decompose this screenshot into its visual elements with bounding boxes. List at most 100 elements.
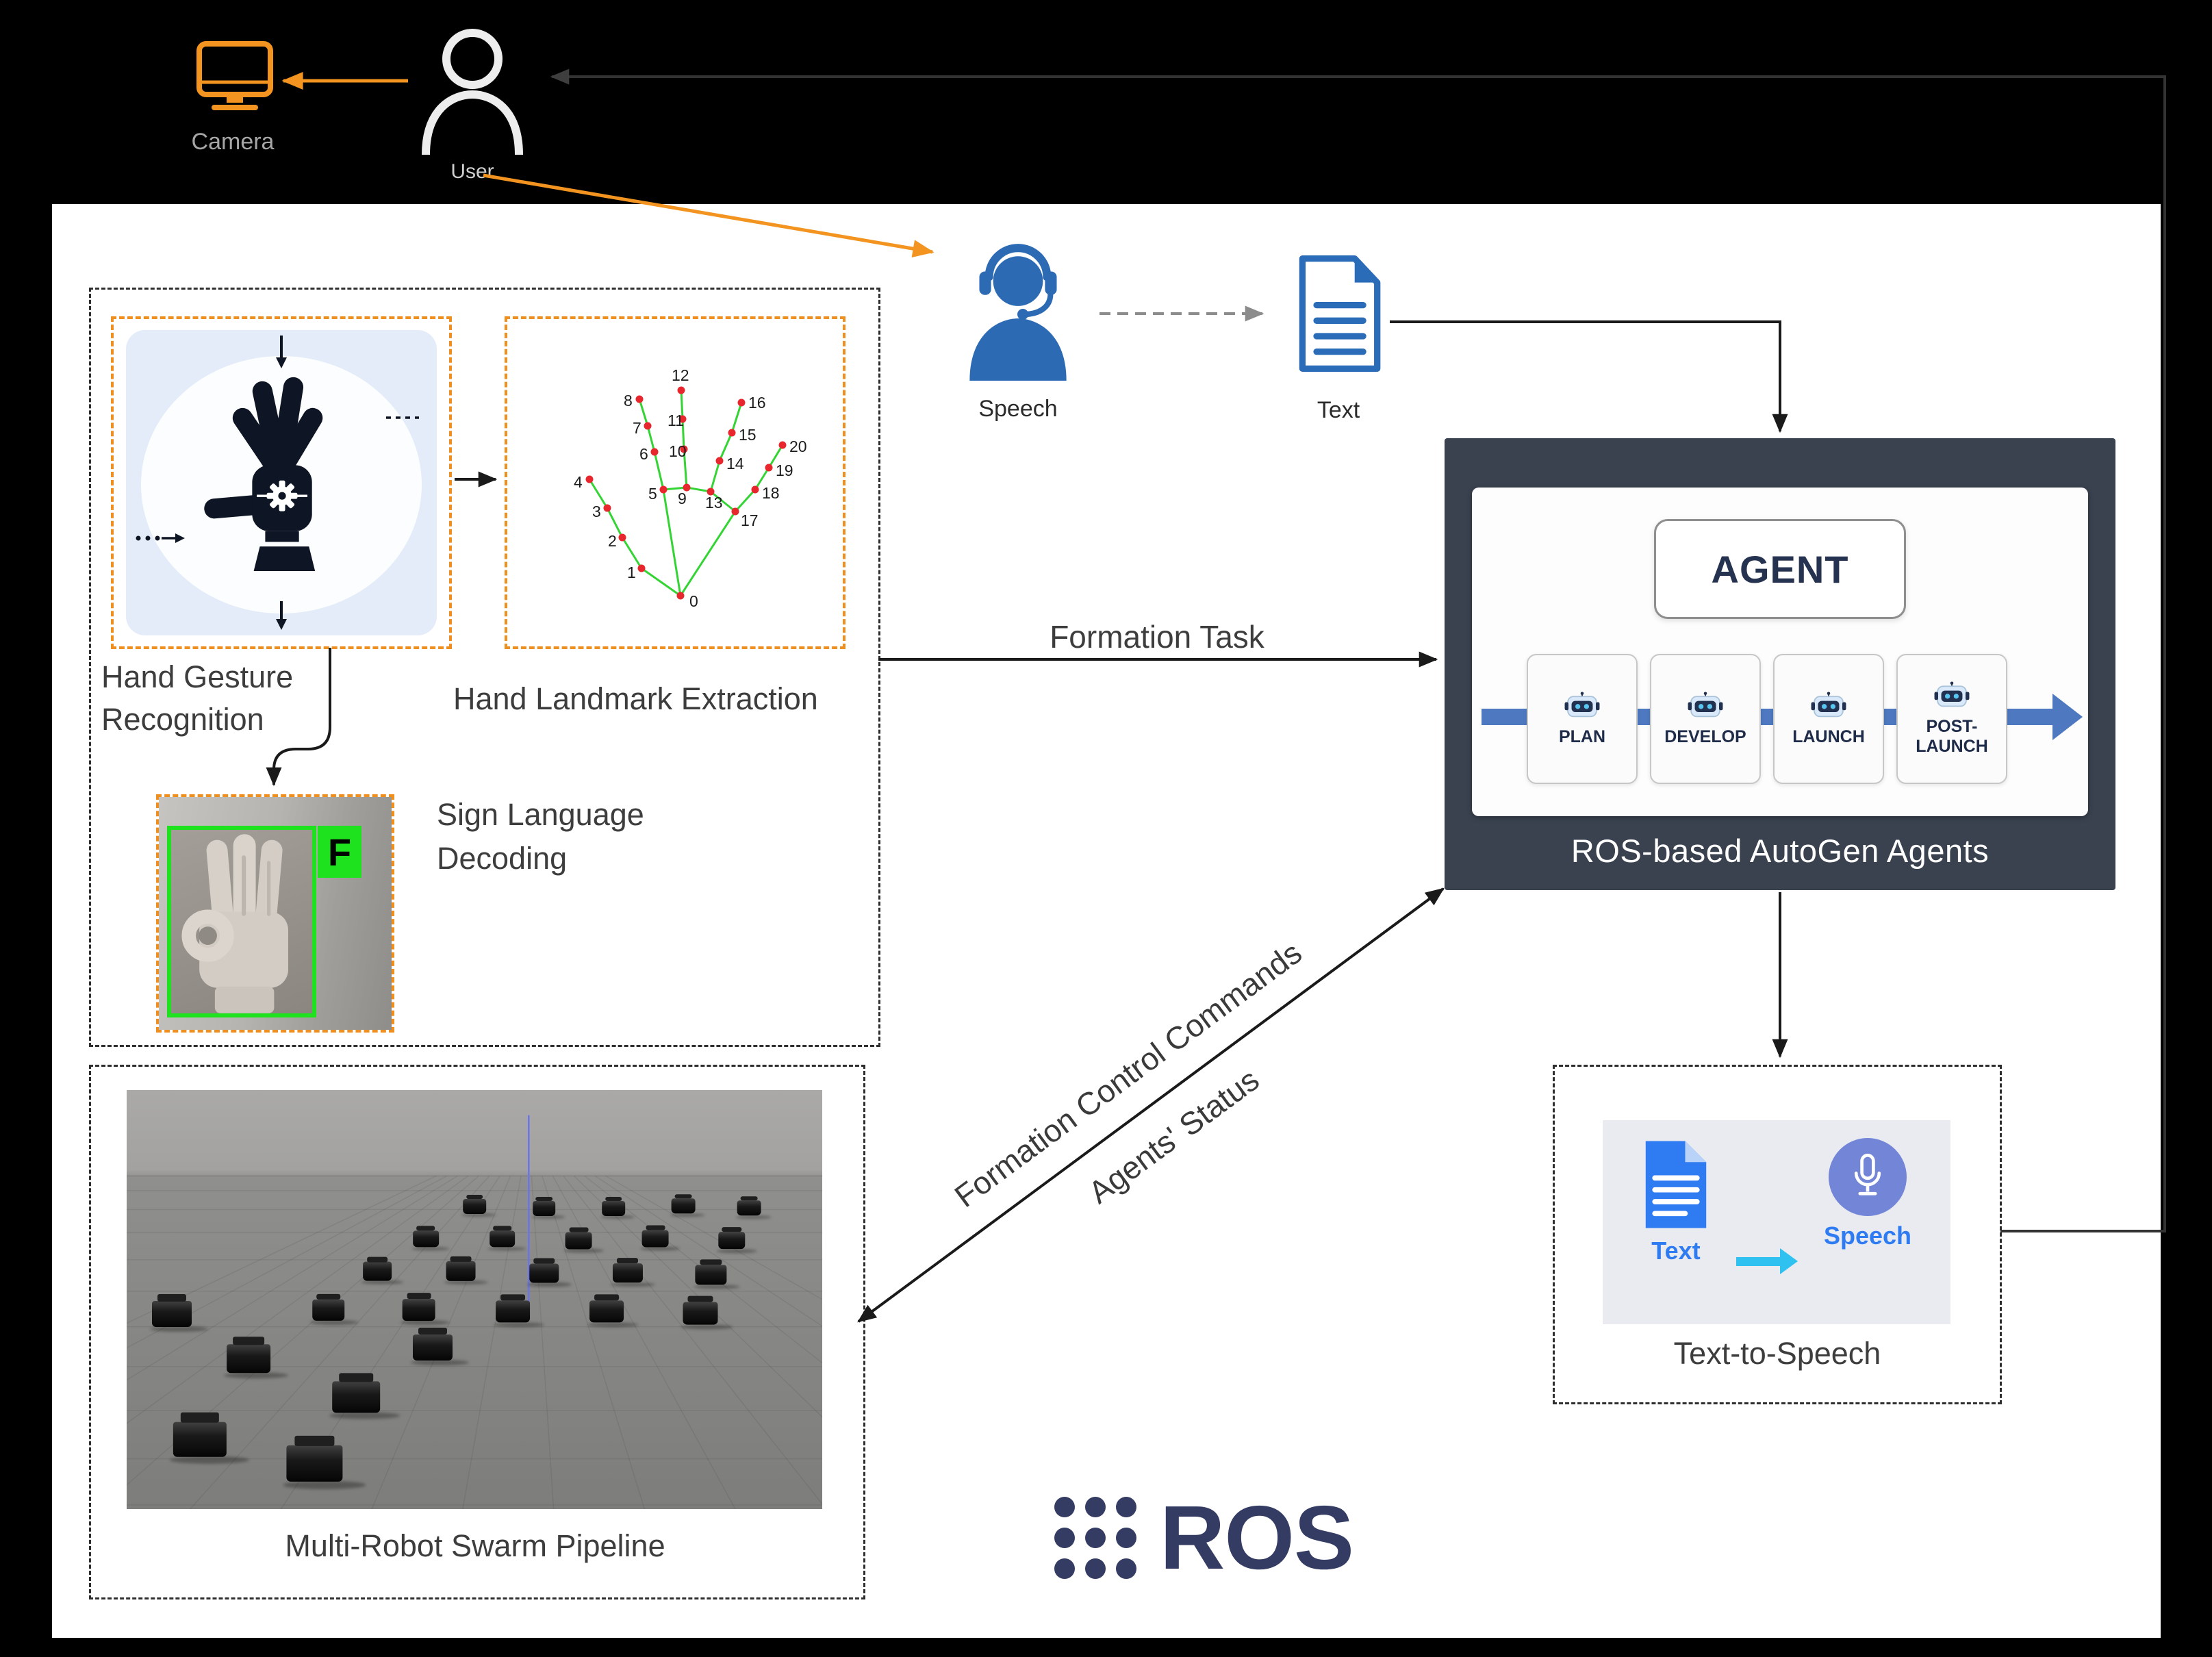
swarm-robot (532, 1196, 556, 1216)
ros-logo: ROS (1054, 1487, 1354, 1588)
gesture-hand-icon (126, 330, 437, 635)
ros-dots-icon (1054, 1497, 1136, 1579)
svg-text:14: 14 (726, 455, 744, 472)
agent-box: AGENT (1654, 519, 1906, 619)
svg-text:1: 1 (627, 564, 636, 581)
swarm-robot (463, 1194, 486, 1214)
sign-hand-icon (181, 834, 288, 1013)
svg-text:19: 19 (776, 461, 793, 479)
tts-panel: Text Speech Text-to-Speech (1553, 1065, 2002, 1404)
stage-label: PLAN (1558, 726, 1606, 746)
swarm-robot (695, 1259, 727, 1285)
speech-label: Speech (978, 396, 1058, 422)
agent-stages: PLAN DEVELOP LAUNCH POST-LAUNCH (1527, 654, 2007, 784)
swarm-robot (602, 1196, 625, 1216)
svg-text:0: 0 (689, 592, 698, 610)
sign-letter-badge: F (318, 826, 361, 878)
svg-text:7: 7 (633, 419, 641, 437)
landmark-label: Hand Landmark Extraction (453, 681, 818, 716)
svg-text:2: 2 (608, 532, 617, 550)
swarm-robot (332, 1373, 381, 1413)
robot-icon (1564, 692, 1600, 717)
swarm-robot (402, 1293, 436, 1321)
swarm-robot (413, 1327, 453, 1361)
svg-text:5: 5 (648, 485, 657, 503)
agents-inner-panel: AGENT PLAN DEVELOP LAUNCH POST-LAUNCH (1472, 488, 2088, 816)
formation-task-label: Formation Task (1050, 619, 1264, 655)
stage-box: DEVELOP (1650, 654, 1761, 784)
agents-caption: ROS-based AutoGen Agents (1571, 833, 1989, 869)
svg-text:8: 8 (624, 392, 633, 409)
tts-speech-label: Speech (1823, 1222, 1912, 1250)
pipeline-flow-arrowhead (2052, 694, 2083, 740)
svg-text:10: 10 (669, 442, 687, 460)
svg-text:4: 4 (574, 473, 583, 491)
swarm-robot (737, 1196, 761, 1216)
tts-text-label: Text (1651, 1237, 1701, 1265)
speech-headset-icon (969, 244, 1067, 381)
hand-gesture-image (111, 316, 452, 649)
ros-logo-text: ROS (1160, 1487, 1354, 1588)
tts-inner-panel: Text Speech (1603, 1120, 1950, 1324)
swarm-robot (529, 1258, 559, 1283)
user-label: User (450, 160, 494, 183)
camera-label: Camera (191, 129, 275, 155)
stage-box: PLAN (1527, 654, 1638, 784)
svg-text:3: 3 (592, 503, 601, 520)
hand-gesture-label: Hand Gesture Recognition (101, 659, 294, 737)
swarm-robot (226, 1337, 270, 1374)
robot-icon (1934, 681, 1970, 707)
svg-text:20: 20 (789, 438, 807, 455)
swarm-robot (641, 1225, 669, 1248)
svg-text:18: 18 (762, 484, 780, 502)
user-icon (422, 29, 523, 155)
swarm-robot (589, 1294, 624, 1323)
tts-mic-icon (1829, 1138, 1907, 1216)
swarm-robot (718, 1227, 746, 1250)
svg-text:15: 15 (739, 426, 757, 444)
swarm-robot (489, 1226, 516, 1248)
sign-photo: F (159, 797, 392, 1030)
svg-text:13: 13 (705, 494, 723, 511)
swarm-robot (173, 1412, 227, 1457)
swarm-simulation-image (127, 1090, 822, 1509)
camera-icon (196, 41, 273, 110)
robot-icon (1811, 692, 1846, 717)
tts-text-doc-icon (1645, 1141, 1707, 1228)
swarm-panel (89, 1065, 865, 1599)
tts-caption: Text-to-Speech (1673, 1336, 1881, 1371)
stage-box: POST-LAUNCH (1896, 654, 2007, 784)
svg-text:17: 17 (741, 511, 759, 529)
svg-text:6: 6 (639, 445, 648, 463)
text-doc-icon (1299, 255, 1381, 372)
svg-text:12: 12 (672, 366, 689, 384)
svg-text:9: 9 (678, 490, 687, 507)
swarm-robot (152, 1293, 192, 1327)
tts-arrow-icon (1736, 1198, 1798, 1324)
stage-label: DEVELOP (1664, 726, 1746, 746)
swarm-robot (565, 1227, 592, 1250)
stage-box: LAUNCH (1773, 654, 1884, 784)
swarm-robot (683, 1295, 718, 1325)
svg-text:11: 11 (668, 412, 684, 429)
sign-decode-image: F (156, 794, 394, 1033)
stage-label: LAUNCH (1792, 726, 1865, 746)
swarm-robot (312, 1293, 345, 1321)
text-label: Text (1317, 397, 1360, 423)
sign-language-label: Sign Language Decoding (437, 797, 644, 876)
autogen-agents-panel: AGENT PLAN DEVELOP LAUNCH POST-LAUNCH (1445, 438, 2115, 890)
swarm-robot (612, 1258, 643, 1283)
swarm-caption: Multi-Robot Swarm Pipeline (285, 1528, 665, 1563)
swarm-robot (495, 1294, 530, 1323)
stage-label: POST-LAUNCH (1916, 717, 1988, 756)
swarm-robot (413, 1226, 439, 1248)
swarm-robot (671, 1193, 696, 1214)
swarm-robot (286, 1436, 342, 1482)
detection-box (167, 826, 316, 1017)
mic-glyph-icon (1854, 1153, 1881, 1196)
robot-icon (1688, 692, 1723, 717)
sim-ground-grid (127, 1115, 822, 1509)
